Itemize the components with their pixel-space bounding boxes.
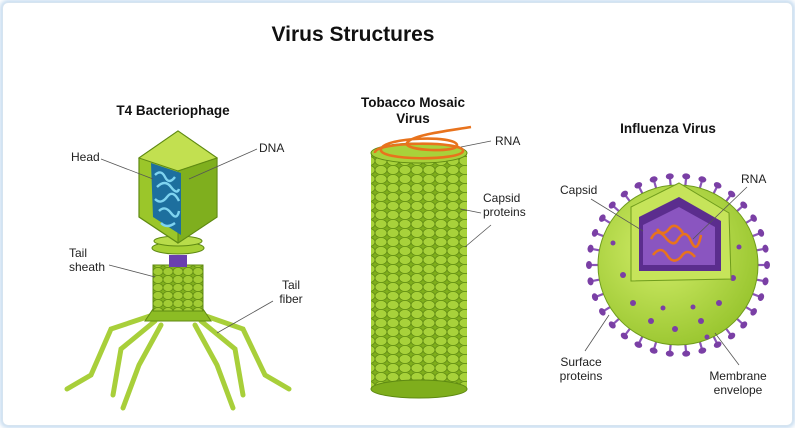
membrane-envelope-leader	[715, 333, 739, 365]
capsid-proteins-leader-2	[465, 225, 491, 247]
surface-protein-head	[598, 213, 607, 223]
surface-protein-head	[587, 277, 594, 286]
tail-fibers	[67, 315, 289, 408]
t4-bacteriophage	[67, 131, 289, 408]
surface-protein-head	[649, 347, 658, 355]
surface-protein-head	[586, 261, 592, 269]
surface-protein-head	[698, 175, 707, 183]
surface-protein-head	[587, 244, 594, 253]
surface-protein-head	[649, 175, 658, 183]
surface-protein-head	[591, 292, 599, 302]
surface-protein-head	[591, 228, 599, 238]
surface-protein-head	[749, 213, 758, 223]
surface-protein-head	[749, 307, 758, 317]
tail-sheath	[153, 265, 203, 311]
tmv-rna-leader	[461, 141, 491, 147]
surface-protein-head	[666, 173, 675, 180]
surface-protein-head	[633, 181, 643, 190]
surface-protein-head	[633, 340, 643, 349]
surface-protein-head	[713, 181, 723, 190]
influenza-virus	[585, 173, 770, 365]
tmv-rod	[371, 153, 467, 389]
surface-protein-head	[682, 350, 691, 357]
surface-protein-head	[757, 292, 765, 302]
surface-protein-head	[698, 347, 707, 355]
surface-proteins-leader	[585, 315, 609, 351]
surface-protein-head	[682, 173, 691, 180]
virus-illustrations	[3, 3, 792, 425]
surface-protein-head	[598, 307, 607, 317]
surface-protein-head	[762, 277, 769, 286]
neck	[169, 255, 187, 267]
surface-protein-head	[762, 244, 769, 253]
tail-sheath-leader	[109, 265, 155, 277]
surface-protein-head	[764, 261, 770, 269]
surface-protein-head	[666, 350, 675, 357]
tobacco-mosaic-virus	[371, 127, 491, 398]
surface-protein-head	[757, 228, 765, 238]
